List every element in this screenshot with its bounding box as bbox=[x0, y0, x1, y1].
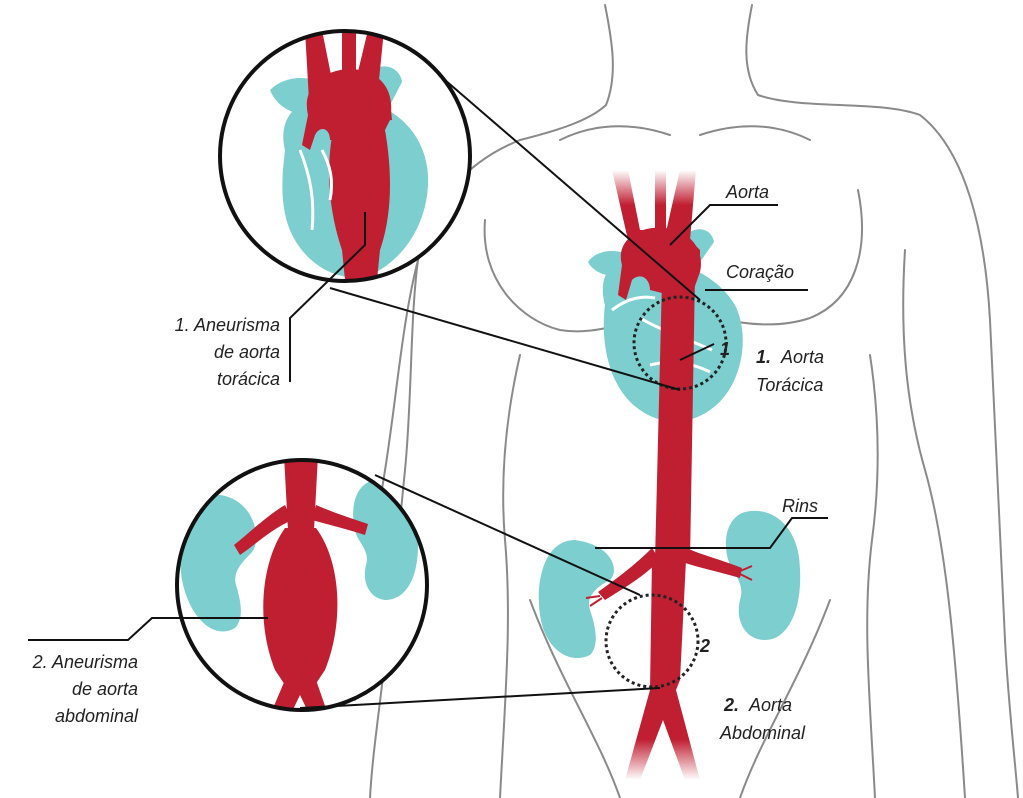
marker-1-label: 1 bbox=[720, 339, 730, 359]
label-rins: Rins bbox=[782, 496, 818, 516]
aneurysm2-line3: abdominal bbox=[55, 706, 139, 726]
zoom-iliacs bbox=[268, 680, 330, 710]
labels: Aorta Coração Rins 1 2 1. Aorta Torácica… bbox=[32, 182, 824, 743]
aneurysm2-line1: 2. Aneurisma bbox=[32, 652, 138, 672]
label-coracao: Coração bbox=[726, 262, 794, 282]
aneurysm1-line1: 1. Aneurisma bbox=[175, 315, 280, 335]
abdominal-marker-circle bbox=[604, 593, 700, 689]
abdominal-line2: Abdominal bbox=[719, 723, 806, 743]
aneurysm2-leader bbox=[28, 617, 268, 641]
aneurysm1-line3: torácica bbox=[217, 369, 280, 389]
marker1-leader bbox=[679, 343, 715, 361]
neck-right bbox=[745, 4, 1019, 798]
marker-2-label: 2 bbox=[699, 636, 710, 656]
zoom-thoracic-ring bbox=[218, 29, 472, 283]
zoom-aorta-upper bbox=[284, 460, 318, 530]
aneurysm2-line2: de aorta bbox=[72, 679, 138, 699]
zoom-renal-left bbox=[234, 505, 292, 555]
abdominal-number: 2. bbox=[723, 695, 739, 715]
collarbone bbox=[559, 125, 811, 141]
abdomen-right bbox=[866, 354, 879, 798]
zoom-heart-detail bbox=[298, 149, 334, 231]
hip-left bbox=[529, 599, 621, 798]
zoom-abdominal bbox=[175, 458, 429, 712]
chest-right bbox=[719, 189, 863, 326]
zoom1-connector-top bbox=[444, 79, 701, 301]
renal-artery-left bbox=[598, 548, 660, 600]
zoom-renal-right bbox=[312, 505, 368, 535]
hip-right bbox=[739, 599, 831, 798]
zoom-kidney-left bbox=[180, 495, 257, 632]
right-kidney bbox=[725, 510, 801, 640]
rins-leader bbox=[595, 517, 828, 549]
arm-right-inner bbox=[902, 249, 966, 798]
left-kidney bbox=[538, 540, 614, 659]
abdominal-line1: Aorta bbox=[748, 695, 792, 715]
thoracic-number: 1. bbox=[756, 347, 771, 367]
renal-artery-right bbox=[682, 548, 742, 578]
zoom2-connector-bottom bbox=[299, 687, 661, 709]
neck-left bbox=[519, 4, 614, 141]
zoom2-connector-top bbox=[374, 474, 641, 596]
descending-aorta bbox=[650, 275, 695, 690]
connector-lines bbox=[28, 79, 828, 709]
zoom-abdominal-ring bbox=[175, 458, 429, 712]
abdomen-left bbox=[499, 354, 521, 798]
aneurysm1-leader bbox=[289, 212, 366, 382]
thoracic-line1: Aorta bbox=[780, 347, 824, 367]
zoom-thoracic bbox=[218, 29, 472, 283]
zoom1-connector-bottom bbox=[329, 287, 681, 391]
zoom-aneurysm-abd bbox=[263, 528, 338, 685]
aneurysm1-line2: de aorta bbox=[214, 342, 280, 362]
renal-branches bbox=[585, 565, 753, 607]
aorta-leader bbox=[669, 204, 778, 246]
label-aorta: Aorta bbox=[725, 182, 769, 202]
heart-atrium bbox=[588, 250, 630, 277]
thoracic-line2: Torácica bbox=[756, 375, 823, 395]
zoom-aneurysm bbox=[329, 99, 390, 281]
iliac-arteries bbox=[625, 690, 700, 780]
